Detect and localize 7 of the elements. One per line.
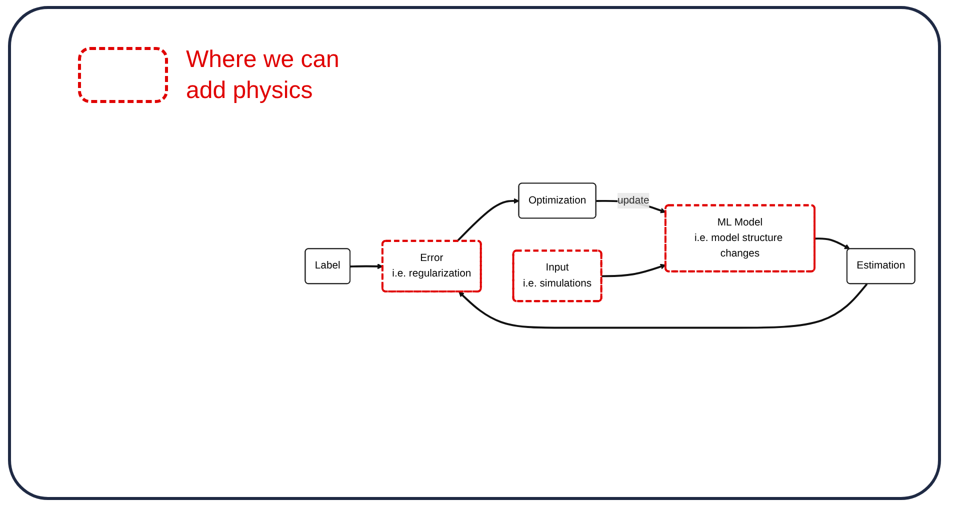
arrow [458, 282, 868, 328]
arrow [350, 263, 383, 269]
legend-text: Where we can add physics [186, 45, 340, 106]
edge-label: update [618, 194, 650, 206]
arrow [814, 237, 850, 249]
arrow [456, 198, 520, 242]
arrow [602, 263, 666, 277]
